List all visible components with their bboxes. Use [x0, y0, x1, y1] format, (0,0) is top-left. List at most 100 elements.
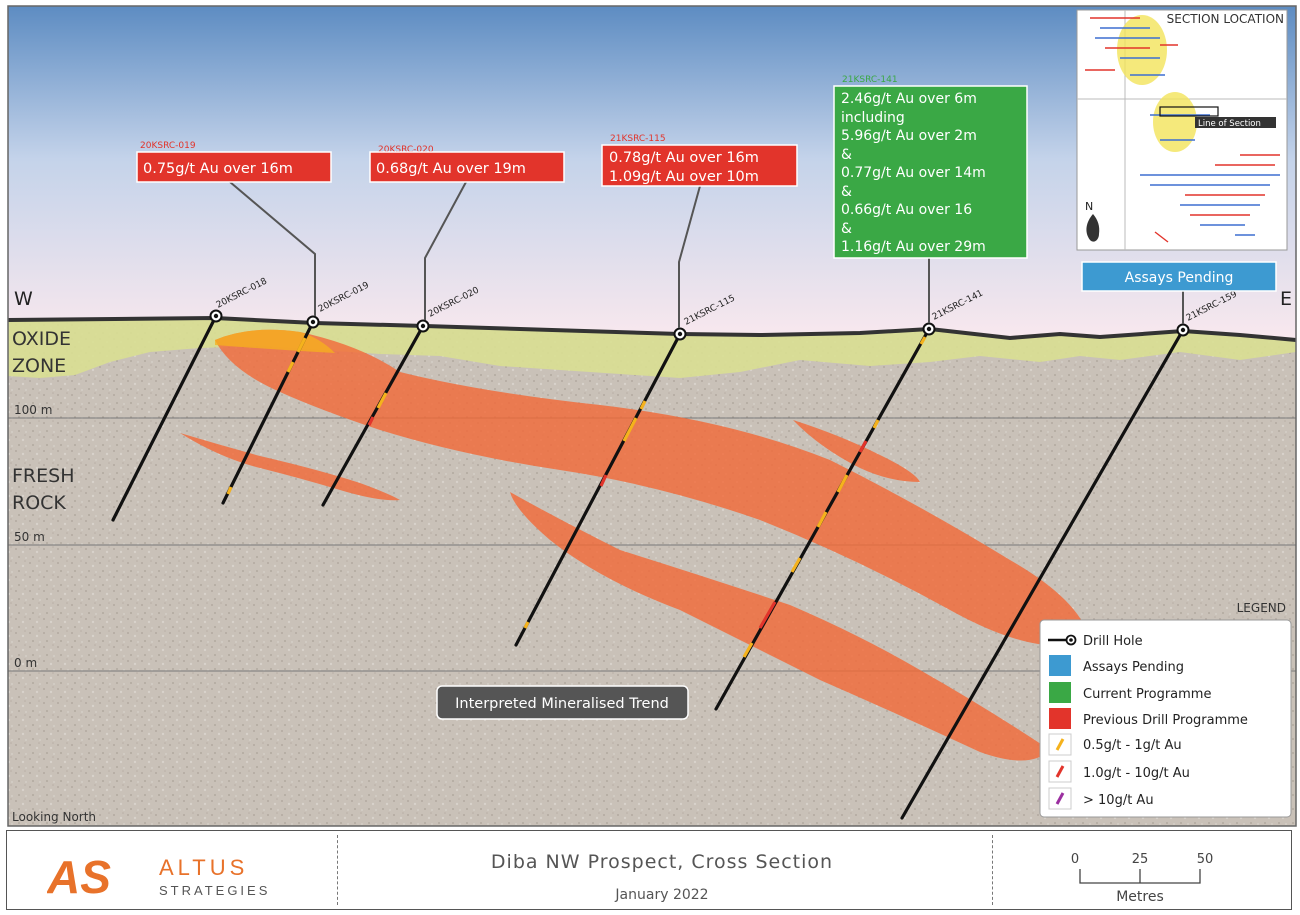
- drill-collars: [209, 309, 1190, 341]
- elevation-label-50: 50 m: [14, 530, 45, 544]
- callout-20KSRC-020: 20KSRC-020 0.68g/t Au over 19m: [369, 145, 565, 183]
- oxide-label-line1: OXIDE: [12, 328, 71, 350]
- scale-unit: Metres: [1116, 889, 1164, 905]
- callout-text-141-2: including: [841, 110, 905, 126]
- assays-pending-box: [1081, 261, 1277, 292]
- legend-item-high-grade: > 10g/t Au: [1048, 787, 1154, 810]
- svg-text:Current Programme: Current Programme: [1083, 687, 1211, 702]
- callout-text-019: 0.75g/t Au over 16m: [143, 161, 293, 177]
- legend-item-mid-grade: 1.0g/t - 10g/t Au: [1048, 760, 1190, 783]
- inset-line-label-bg: [1195, 117, 1276, 128]
- drill-hole-trace-020: [321, 324, 425, 507]
- trend-label-box: [436, 685, 689, 720]
- callout-text-141-5: 0.77g/t Au over 14m: [841, 165, 986, 181]
- inset-line-label: Line of Section: [1198, 119, 1261, 129]
- logo-mark: AS: [47, 851, 111, 901]
- callout-21KSRC-159: Assays Pending: [1081, 261, 1277, 292]
- oxide-zone-area: [8, 318, 1296, 378]
- mineralised-trend-zones: [180, 329, 1090, 761]
- collar-020: [416, 319, 430, 333]
- drill-hole-trace-159: [900, 328, 1185, 820]
- zone-labels: OXIDE ZONE FRESH ROCK: [12, 328, 74, 514]
- inset-line-of-section: [1159, 106, 1219, 117]
- callout-box-020: [369, 151, 565, 183]
- callout-text-141-6: &: [841, 184, 852, 200]
- svg-text:Previous Drill Programme: Previous Drill Programme: [1083, 713, 1248, 728]
- inset-title: SECTION LOCATION: [1167, 12, 1284, 26]
- callout-hole-020: 20KSRC-020: [378, 145, 434, 155]
- main-trend-zone: [215, 329, 1090, 646]
- trend-label-text: Interpreted Mineralised Trend: [455, 696, 669, 712]
- svg-text:1.0g/t - 10g/t Au: 1.0g/t - 10g/t Au: [1083, 766, 1190, 781]
- inset-north-label: N: [1085, 200, 1093, 213]
- legend-item-current-programme: Current Programme: [1049, 682, 1211, 703]
- callout-21KSRC-141: 21KSRC-141 2.46g/t Au over 6m including …: [833, 75, 1028, 259]
- logo-sub: STRATEGIES: [159, 883, 270, 898]
- altus-logo: AS ALTUS STRATEGIES: [47, 851, 270, 901]
- svg-text:Drill Hole: Drill Hole: [1083, 634, 1143, 649]
- assay-intervals: [226, 336, 927, 658]
- callout-text-141-1: 2.46g/t Au over 6m: [841, 91, 977, 107]
- drill-hole-trace-019: [221, 320, 315, 505]
- callout-hole-019: 20KSRC-019: [140, 141, 196, 151]
- inset-anomaly-central: [1153, 92, 1197, 152]
- figure-title: Diba NW Prospect, Cross Section: [490, 851, 834, 873]
- trend-label: Interpreted Mineralised Trend: [436, 685, 689, 720]
- callout-text-141-4: &: [841, 147, 852, 163]
- footer-divider-right: [992, 835, 993, 905]
- callout-text-141-9: 1.16g/t Au over 29m: [841, 239, 986, 255]
- legend-item-drill-hole: Drill Hole: [1048, 634, 1143, 649]
- callout-text-141-8: &: [841, 221, 852, 237]
- callout-21KSRC-115: 21KSRC-115 0.78g/t Au over 16m 1.09g/t A…: [601, 134, 798, 187]
- inset-anomaly-north: [1117, 15, 1167, 85]
- callout-text-115-a: 0.78g/t Au over 16m: [609, 150, 759, 166]
- logo-name: ALTUS: [159, 855, 248, 880]
- callout-hole-115: 21KSRC-115: [610, 134, 666, 144]
- legend-box: [1039, 619, 1292, 818]
- section-location-inset: Line of Section SECTION LOCATION N: [1076, 9, 1288, 251]
- figure-frame: [7, 5, 1297, 827]
- callout-text-020: 0.68g/t Au over 19m: [376, 161, 526, 177]
- collar-141: [922, 322, 936, 336]
- east-marker: E: [1280, 288, 1292, 310]
- drill-hole-trace-115: [514, 332, 682, 647]
- figure-date: January 2022: [615, 887, 709, 903]
- svg-text:> 10g/t Au: > 10g/t Au: [1083, 793, 1154, 808]
- west-marker: W: [14, 288, 33, 310]
- collar-115: [673, 327, 687, 341]
- svg-text:0.5g/t - 1g/t Au: 0.5g/t - 1g/t Au: [1083, 738, 1182, 753]
- ground-surface-line: [7, 315, 1297, 342]
- fresh-rock-label-line2: ROCK: [12, 492, 66, 514]
- collar-159: [1176, 323, 1190, 337]
- callout-20KSRC-019: 20KSRC-019 0.75g/t Au over 16m: [136, 141, 332, 183]
- callout-box-019: [136, 151, 332, 183]
- looking-north-label: Looking North: [12, 810, 96, 824]
- callout-box-141: [833, 85, 1028, 259]
- footer-divider-left: [337, 835, 338, 905]
- callout-text-141-3: 5.96g/t Au over 2m: [841, 128, 977, 144]
- collar-019: [306, 315, 320, 329]
- callout-hole-141: 21KSRC-141: [842, 75, 898, 85]
- legend-item-previous-programme: Previous Drill Programme: [1049, 708, 1248, 729]
- legend-title: LEGEND: [1237, 601, 1286, 615]
- north-arrow-icon: [1086, 214, 1100, 242]
- callout-text-115-b: 1.09g/t Au over 10m: [609, 169, 759, 185]
- fresh-rock-label-line1: FRESH: [12, 465, 74, 487]
- eastern-lens-zone: [793, 420, 920, 482]
- scale-tick-50: 50: [1197, 852, 1214, 867]
- elevation-label-0: 0 m: [14, 656, 37, 670]
- oxide-label-line2: ZONE: [12, 355, 66, 377]
- collar-018: [209, 309, 223, 323]
- scale-tick-25: 25: [1132, 852, 1149, 867]
- drill-hole-trace-018: [111, 314, 218, 522]
- callout-box-115: [601, 144, 798, 187]
- scale-tick-0: 0: [1071, 852, 1079, 867]
- callout-text-141-7: 0.66g/t Au over 16: [841, 202, 972, 218]
- assays-pending-text: Assays Pending: [1125, 270, 1234, 286]
- elevation-label-100: 100 m: [14, 403, 52, 417]
- scale-bar: 0 25 50 Metres: [1071, 852, 1214, 905]
- callout-leaders: [229, 181, 1184, 328]
- legend-item-low-grade: 0.5g/t - 1g/t Au: [1048, 733, 1182, 756]
- western-lens-zone: [180, 433, 400, 501]
